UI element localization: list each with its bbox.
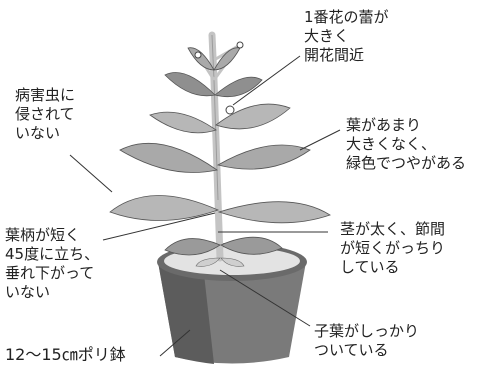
leader-lines xyxy=(69,55,341,357)
label-pot: 12〜15㎝ポリ鉢 xyxy=(5,345,126,364)
label-cotyledon: 子葉がしっかり ついている xyxy=(314,322,420,359)
label-pest-free: 病害虫に 侵されて いない xyxy=(15,86,76,142)
label-petiole: 葉柄が短く 45度に立ち、 垂れ下がって いない xyxy=(5,226,100,301)
label-stem: 茎が太く、節間 が短くがっちり している xyxy=(340,220,446,276)
label-first-bud: 1番花の蕾が 大きく 開花間近 xyxy=(304,8,389,64)
label-leaves: 葉があまり 大きくなく、 緑色でつやがある xyxy=(346,116,467,172)
lower-leaves xyxy=(164,236,283,256)
leaves xyxy=(109,47,331,224)
cotyledons xyxy=(195,257,245,267)
flower-buds xyxy=(194,41,244,115)
